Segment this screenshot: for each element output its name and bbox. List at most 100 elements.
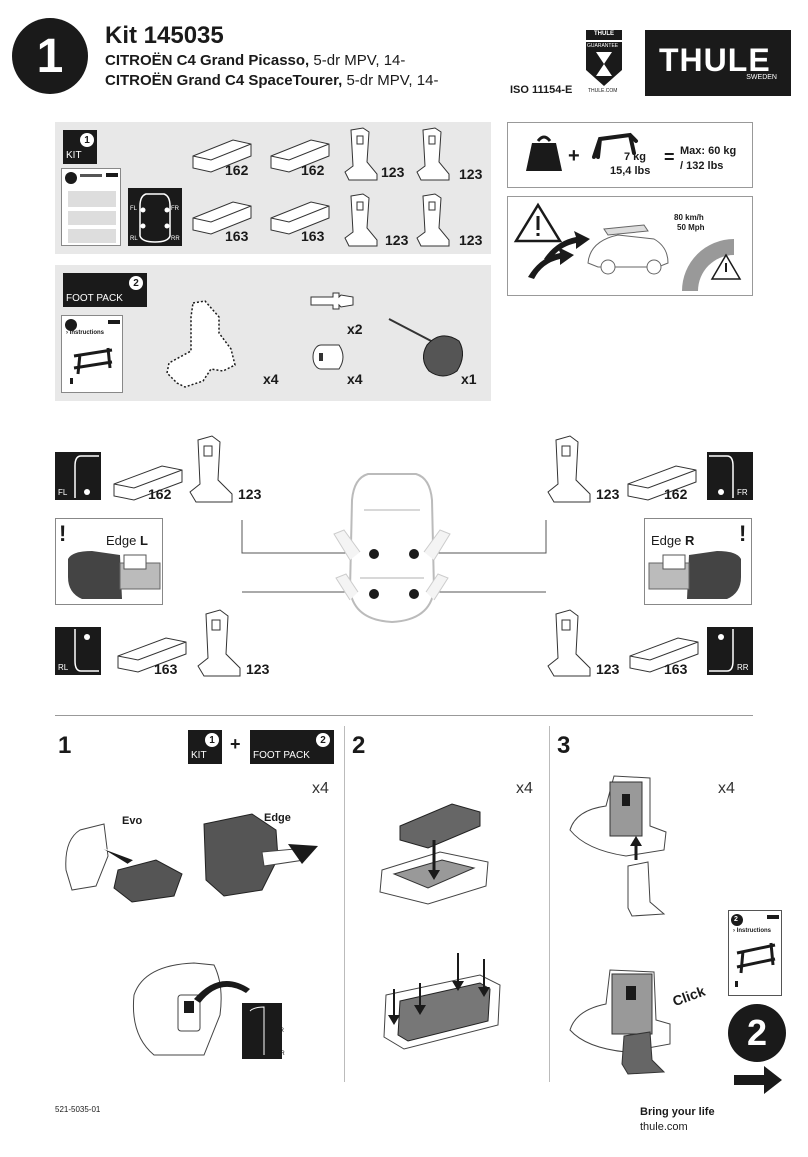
- fl-foot-label: 123: [238, 486, 262, 502]
- part-label-123-d: 123: [459, 232, 483, 248]
- step-1-edge-label: Edge: [264, 812, 291, 824]
- step-1-kit-label: KIT: [191, 750, 207, 761]
- lock-cylinder-icon: [312, 344, 344, 370]
- kit-badge: 1 KIT: [63, 130, 97, 164]
- speed-mph: 50 Mph: [677, 223, 705, 232]
- bracket-123-icon: [344, 127, 378, 181]
- mini-rl: RL: [130, 236, 138, 242]
- bracket-123-icon: [547, 609, 591, 677]
- pad-163-icon: [117, 637, 187, 673]
- key-qty: x2: [347, 321, 363, 337]
- step-number-badge: 1: [12, 18, 88, 94]
- edge-left-label: Edge L: [106, 533, 148, 548]
- bracket-123-icon: [344, 193, 378, 247]
- part-label-123-a: 123: [381, 164, 405, 180]
- pad-163-icon: [270, 201, 330, 235]
- step-1-mini-fr: FR: [276, 1028, 284, 1034]
- step-2-number: 2: [352, 732, 366, 759]
- fr-position-icon: FR: [707, 452, 753, 500]
- max-load-kg: Max: 60 kg: [680, 145, 737, 157]
- rl-pad-label: 163: [154, 661, 178, 677]
- fl-label: FL: [58, 488, 68, 497]
- step-1-mounting-illustration: [132, 962, 282, 1059]
- bracket-123-icon: [547, 435, 591, 503]
- step-3-number: 3: [557, 732, 571, 759]
- lock-qty: x4: [347, 371, 363, 387]
- edge-foot-left-icon: [68, 551, 161, 599]
- fl-pad-label: 162: [148, 486, 172, 502]
- bracket-123-icon: [416, 127, 450, 181]
- step-1-foot-num: 2: [316, 733, 330, 747]
- part-label-123-b: 123: [459, 166, 483, 182]
- step-1-evo-label: Evo: [122, 815, 143, 827]
- footer-part-number: 521-5035-01: [55, 1105, 101, 1114]
- fr-foot-label: 123: [596, 486, 620, 502]
- step-1-mini-rl: RL: [242, 1051, 250, 1057]
- kit-title: Kit 145035: [105, 22, 224, 49]
- bar-weight-lbs: 15,4 lbs: [610, 165, 651, 177]
- bracket-123-icon: [189, 435, 233, 503]
- part-label-162-b: 162: [301, 162, 325, 178]
- bracket-123-icon: [416, 193, 450, 247]
- guarantee-shield-icon: [586, 30, 622, 86]
- mini-rr: RR: [171, 236, 180, 242]
- part-label-163-b: 163: [301, 228, 325, 244]
- step-2-pad-assembly-illustration: [379, 803, 489, 905]
- instruction-sheet-icon: [65, 172, 118, 243]
- step-3-instructions-label: › Instructions: [733, 928, 772, 934]
- roof-bar-icon: [592, 132, 638, 159]
- step-divider-1: [344, 726, 345, 1082]
- load-capacity-panel: + 7 kg 15,4 lbs = Max: 60 kg / 132 lbs: [507, 122, 753, 188]
- car-corner-icon: [709, 455, 734, 498]
- step-1-number: 1: [58, 732, 72, 759]
- step-1-qty: x4: [312, 780, 329, 797]
- step-1-kit-badge: 1 KIT: [188, 730, 222, 764]
- pad-162-icon: [113, 465, 183, 501]
- speed-gauge-icon: [682, 239, 742, 291]
- instruction-sheet-icon: [731, 914, 779, 987]
- speed-warning-panel: 80 km/h 50 Mph: [507, 196, 753, 296]
- kit-panel: 1 KIT FL FR RL RR 162 162 123 123 163 16…: [55, 122, 491, 254]
- edge-left-panel: ! Edge L: [55, 518, 163, 605]
- next-arrow-icon: [734, 1066, 782, 1094]
- bar-weight-kg: 7 kg: [624, 151, 647, 163]
- footer-site[interactable]: thule.com: [640, 1121, 688, 1133]
- step-1-kit-num: 1: [205, 733, 219, 747]
- guarantee-top-text: THULE: [594, 31, 614, 37]
- vehicle-line-1: CITROËN C4 Grand Picasso, 5-dr MPV, 14-: [105, 52, 406, 69]
- step-1-foot-assembly-illustration: [65, 813, 318, 903]
- car-top-view-center: [333, 473, 451, 624]
- step-2-press-illustration: [383, 953, 501, 1050]
- warning-triangle-icon: [513, 202, 563, 243]
- rr-position-icon: RR: [707, 627, 753, 675]
- step-3-click-illustration: [569, 969, 671, 1075]
- fr-label: FR: [737, 488, 748, 497]
- pad-163-icon: [629, 637, 699, 673]
- step-1-plus: +: [230, 734, 241, 754]
- iso-standard: ISO 11154-E: [510, 84, 573, 96]
- key-icon: [310, 292, 354, 310]
- part-label-163-a: 163: [225, 228, 249, 244]
- rl-position-icon: RL: [55, 627, 101, 675]
- car-with-load-icon: [528, 224, 669, 279]
- thule-logo: THULE SWEDEN: [645, 30, 791, 96]
- edge-right-panel: ! Edge R: [644, 518, 752, 605]
- brand-name: THULE: [659, 42, 771, 78]
- mini-fr: FR: [171, 206, 179, 212]
- tool-qty: x1: [461, 371, 477, 387]
- part-label-123-c: 123: [385, 232, 409, 248]
- rl-label: RL: [58, 663, 69, 672]
- foot-pack-panel: 2 FOOT PACK › Instructions x4 x2 x4 x1: [55, 265, 491, 401]
- rr-pad-label: 163: [664, 661, 688, 677]
- step-3-inst-num: 2: [734, 916, 738, 923]
- torque-tool-icon: [388, 318, 463, 377]
- section-divider: [55, 715, 753, 716]
- guarantee-bottom-text: THULE.COM: [588, 88, 618, 94]
- rr-foot-label: 123: [596, 661, 620, 677]
- foot-pack-instruction-thumbnail: › Instructions: [61, 315, 123, 393]
- fl-position-icon: FL: [55, 452, 101, 500]
- edge-foot-right-icon: [648, 551, 741, 599]
- step-1-mini-rr: RR: [276, 1051, 285, 1057]
- step-1-foot-label: FOOT PACK: [253, 750, 310, 761]
- step-2-qty: x4: [516, 780, 533, 797]
